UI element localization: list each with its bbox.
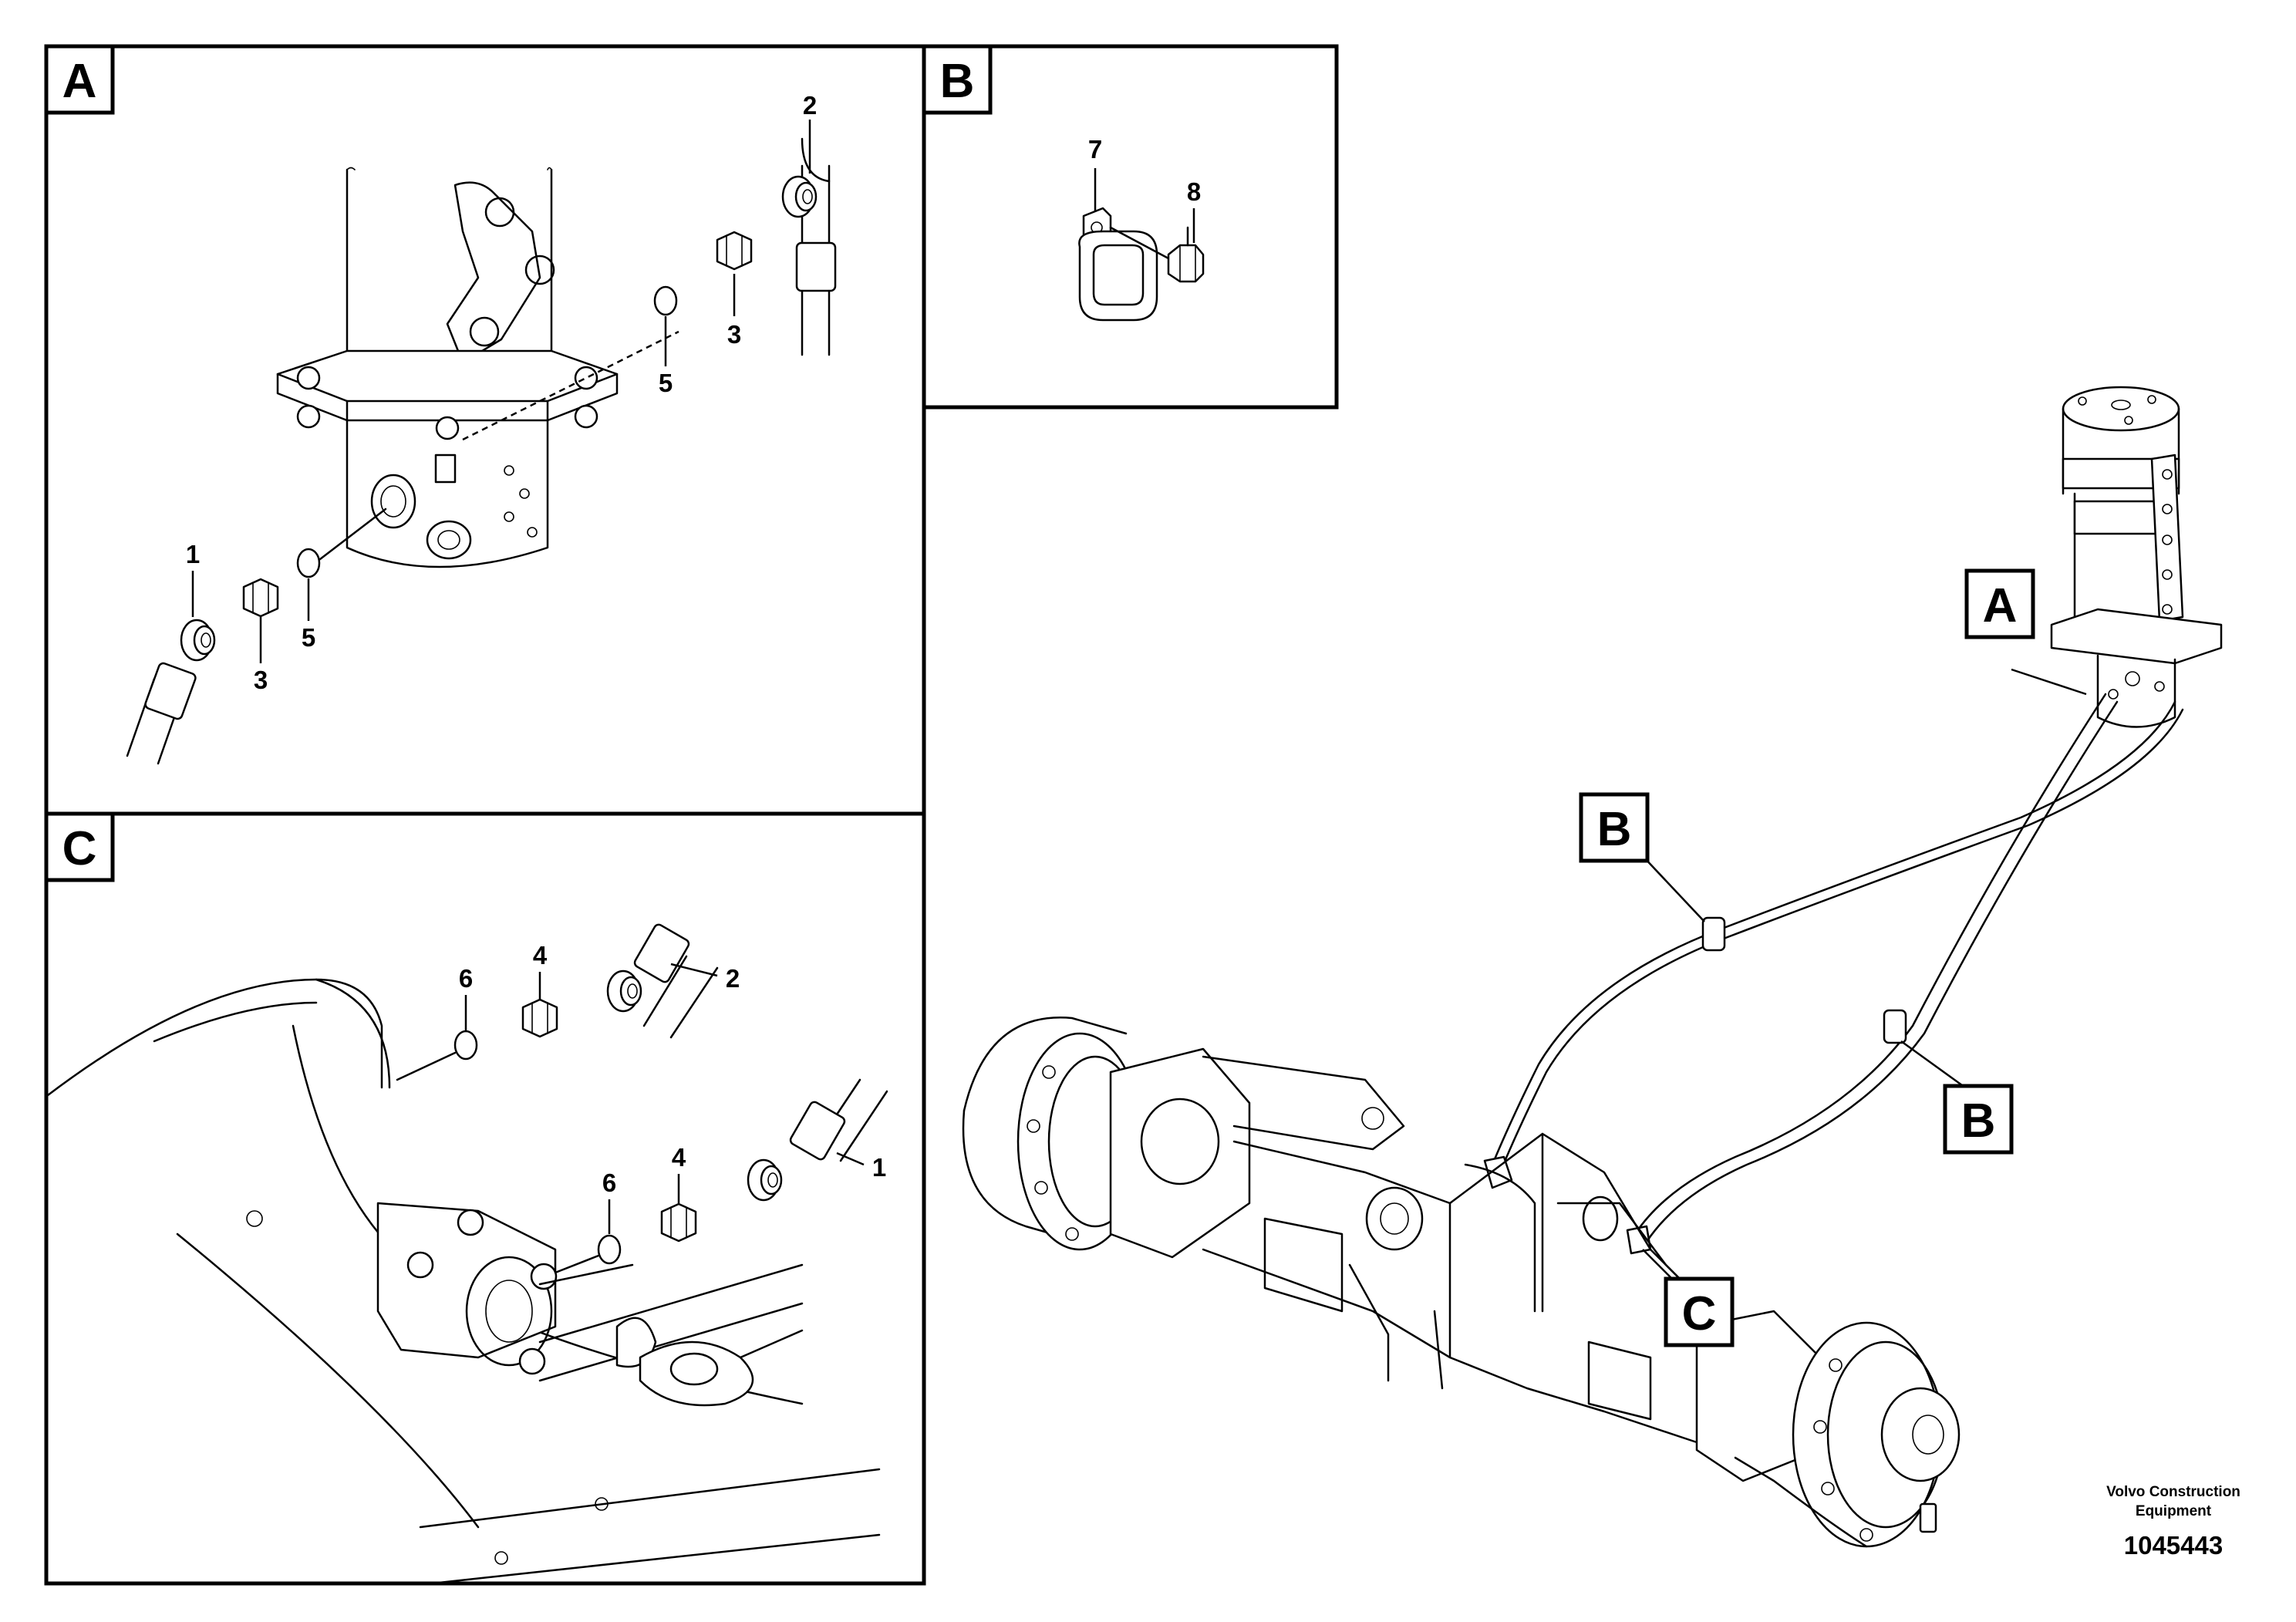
adapter-icon [521, 998, 558, 1038]
callout-c-4-upper: 4 [533, 941, 548, 969]
panel-b-label: B [940, 55, 975, 108]
union-nut-icon [242, 578, 279, 618]
company-name-line2: Equipment [2136, 1503, 2212, 1519]
axle-housing-overview [962, 1017, 1961, 1548]
callout-a-1: 1 [186, 540, 200, 568]
detail-panel-a: A [44, 44, 926, 816]
elbow-fitting-icon [606, 969, 642, 1013]
overview-tag-c-label: C [1682, 1287, 1717, 1340]
upper-hose-fittings [653, 120, 837, 366]
overview-tag-b-left-label: B [1597, 803, 1632, 856]
lower-port-fittings [554, 1078, 888, 1274]
hydraulic-hoses [1483, 693, 2184, 1255]
o-ring-icon [296, 548, 321, 578]
overview-tag-a-label: A [1983, 579, 2018, 632]
drawing-footer: Volvo Construction Equipment 1045443 [2106, 1484, 2240, 1560]
panel-c-label: C [62, 822, 97, 875]
panel-c-label-box [44, 811, 115, 882]
axle-overview-drawing: A B B C [962, 386, 2223, 1548]
overview-tag-a: A [1964, 568, 2087, 696]
overview-tag-c: C [1642, 1249, 1735, 1347]
o-ring-icon [453, 1030, 478, 1061]
panel-a-label-box [44, 44, 115, 115]
union-nut-icon [716, 231, 753, 271]
swivel-joint-overview [2050, 386, 2223, 728]
callout-c-4-lower: 4 [672, 1143, 686, 1172]
lower-hose-fittings [126, 508, 387, 765]
elbow-fitting-icon [747, 1158, 783, 1202]
o-ring-icon [597, 1234, 622, 1265]
axle-housing-drawing [46, 978, 881, 1585]
elbow-fitting-icon [180, 619, 216, 662]
panel-a-label: A [62, 55, 97, 108]
callout-a-5-upper: 5 [659, 369, 673, 397]
overview-tag-b-left: B [1579, 792, 1705, 922]
callout-a-2: 2 [803, 91, 817, 120]
callout-c-6-lower: 6 [602, 1168, 616, 1197]
callout-c-2: 2 [726, 964, 740, 993]
adapter-icon [660, 1202, 697, 1243]
o-ring-icon [653, 285, 678, 316]
callout-a-5-lower: 5 [302, 623, 315, 652]
callout-a-3-lower: 3 [254, 666, 268, 694]
callout-a-3-upper: 3 [727, 320, 741, 349]
company-name-line1: Volvo Construction [2106, 1484, 2240, 1500]
elbow-fitting-icon [781, 175, 818, 218]
swivel-joint-drawing [276, 167, 679, 568]
upper-port-fittings [396, 923, 719, 1081]
callout-b-8: 8 [1187, 177, 1201, 206]
panel-b-frame [922, 44, 1339, 410]
detail-panel-c: C [44, 811, 926, 1586]
callout-c-6-upper: 6 [459, 964, 473, 993]
overview-tag-b-right: B [1900, 1040, 2014, 1155]
detail-panel-b: B 7 8 [922, 44, 1339, 410]
callout-b-7: 7 [1088, 135, 1102, 164]
panel-b-label-box [922, 44, 993, 115]
overview-tag-b-right-label: B [1961, 1094, 1996, 1148]
callout-c-1: 1 [872, 1153, 886, 1182]
panel-c-frame [44, 811, 926, 1586]
drawing-number: 1045443 [2124, 1531, 2223, 1560]
hose-clamp-drawing [1078, 168, 1205, 322]
